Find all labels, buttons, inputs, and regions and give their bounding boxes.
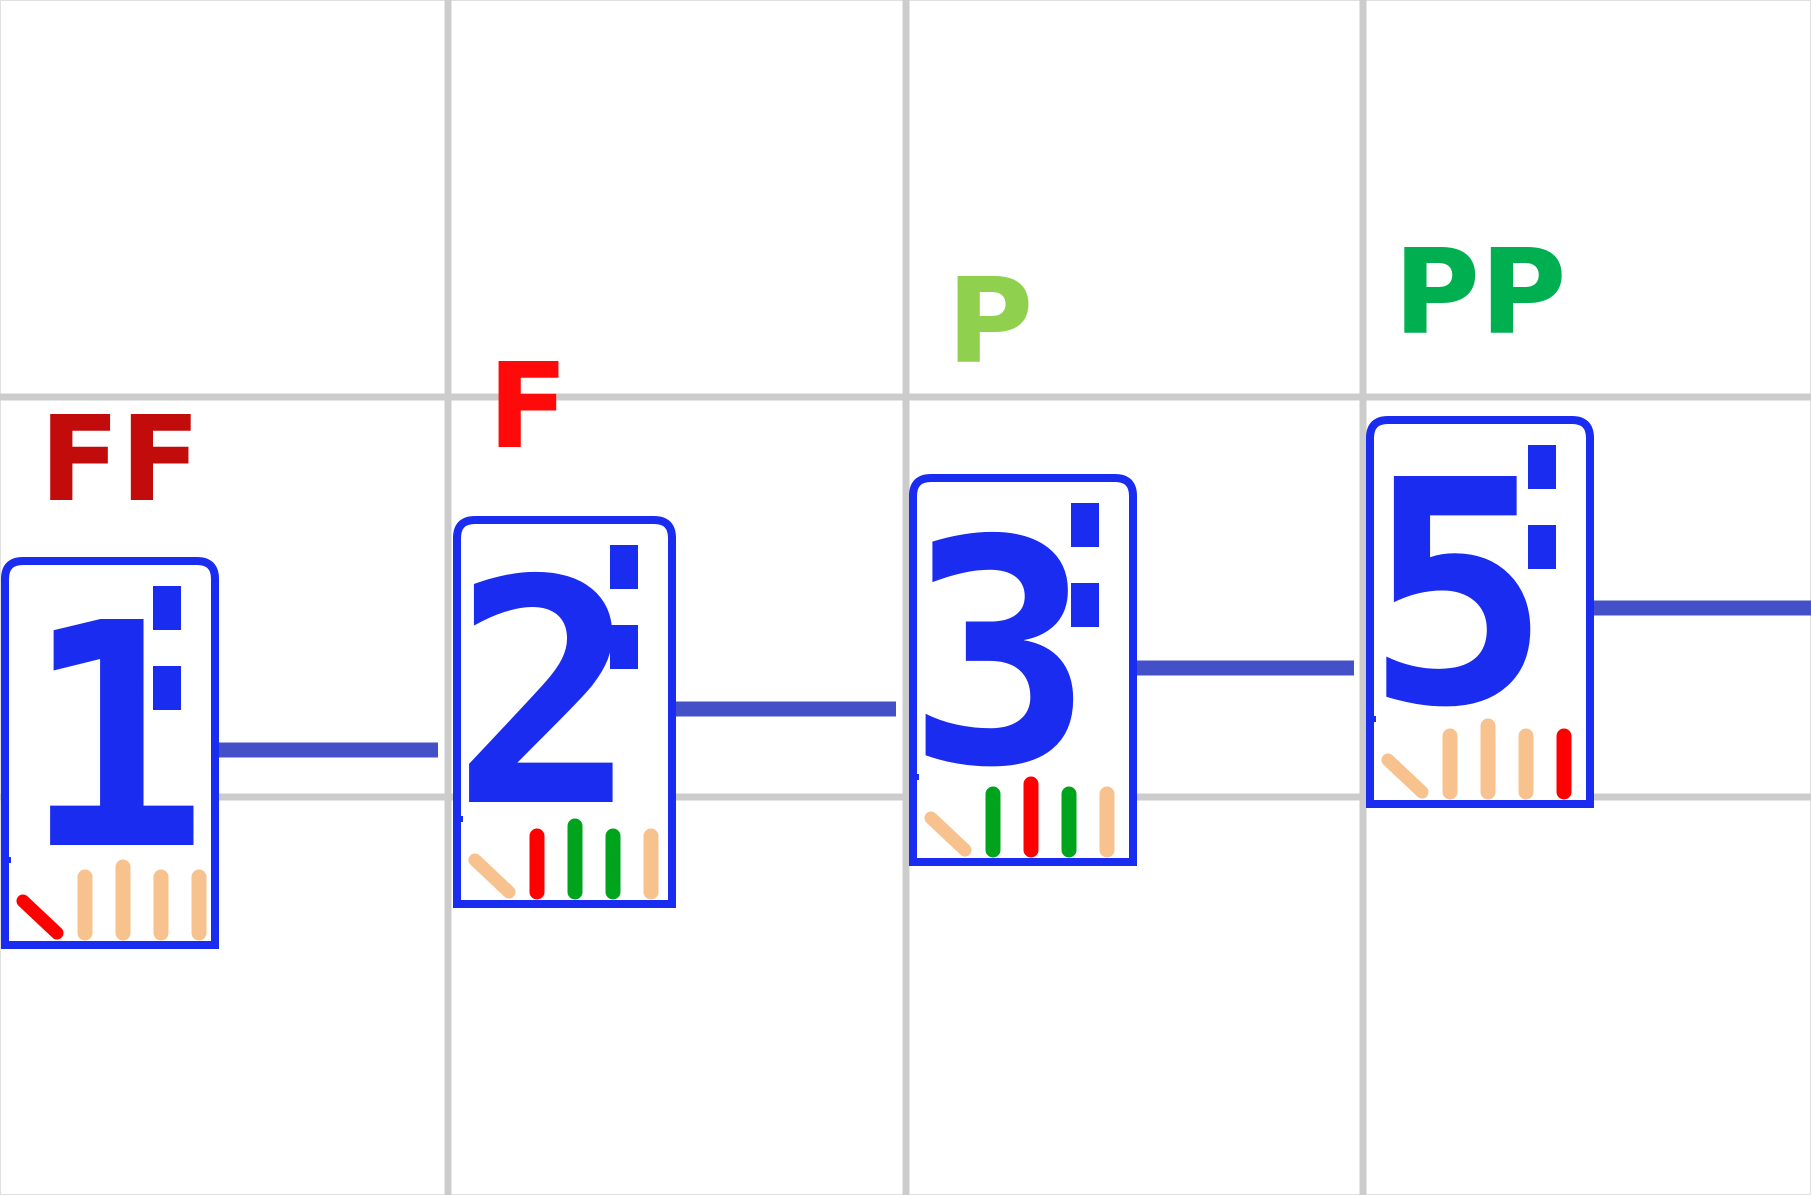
dynamic-marking: P bbox=[947, 252, 1033, 390]
step-2: F2 bbox=[452, 337, 676, 908]
step-3: P3 bbox=[907, 252, 1137, 866]
step-5: PP 5 bbox=[1365, 223, 1594, 808]
step-number: 3 bbox=[907, 475, 1094, 836]
colon-dot bbox=[1071, 503, 1099, 547]
colon-dot bbox=[153, 666, 181, 710]
step-box bbox=[1366, 416, 1594, 808]
colon-dot bbox=[1528, 525, 1556, 569]
connectors bbox=[218, 600, 1811, 758]
dynamic-marking: F bbox=[488, 337, 569, 475]
dynamic-marking: FF bbox=[39, 390, 200, 528]
step-box bbox=[453, 516, 676, 908]
colon-dot bbox=[1528, 445, 1556, 489]
colon-dot bbox=[610, 545, 638, 589]
colon-dot bbox=[1071, 583, 1099, 627]
step-1: FF1 bbox=[1, 390, 219, 949]
meter-tick bbox=[16, 894, 64, 940]
meter-tick bbox=[1381, 753, 1429, 799]
step-number: 2 bbox=[452, 515, 639, 876]
colon-dot bbox=[610, 625, 638, 669]
step-box bbox=[1, 557, 219, 949]
meter-tick bbox=[924, 811, 972, 857]
meter-tick bbox=[468, 853, 516, 899]
dynamic-marking: PP bbox=[1394, 223, 1567, 361]
colon-dot bbox=[153, 586, 181, 630]
step-number: 5 bbox=[1365, 415, 1552, 776]
step-box bbox=[909, 474, 1137, 866]
